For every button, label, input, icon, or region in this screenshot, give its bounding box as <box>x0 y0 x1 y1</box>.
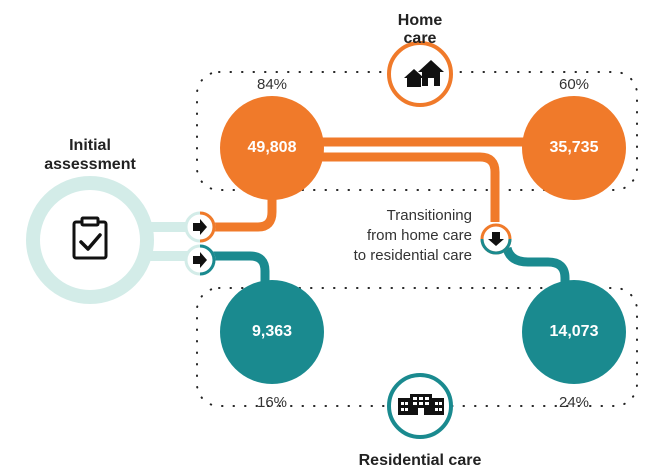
transition-label-line1: Transitioning <box>386 207 472 224</box>
home-care-initial-count: 49,808 <box>247 139 297 156</box>
arrow-marker-residential <box>184 244 216 276</box>
residential-entry-path <box>200 251 270 290</box>
initial-connectors <box>26 176 200 304</box>
home-care-final-circle <box>522 96 626 200</box>
residential-initial-count: 9,363 <box>251 323 293 340</box>
home-care-final-count: 35,735 <box>549 139 599 156</box>
home-care-title: Home care <box>397 12 443 47</box>
transition-label-line2: from home care <box>366 227 472 244</box>
home-care-dotted-frame <box>196 71 638 191</box>
transition-residential-path <box>502 246 570 292</box>
transition-label-line3: to residential care <box>353 247 472 264</box>
home-care-final-pct: 60% <box>558 76 590 93</box>
houses-icon <box>387 41 453 107</box>
arrow-right-icon <box>193 252 207 268</box>
residential-initial-circle <box>220 280 324 384</box>
home-to-residential-path <box>320 152 500 222</box>
residential-final-count: 14,073 <box>549 323 599 340</box>
residential-final-pct: 24% <box>558 394 590 411</box>
arrow-down-icon <box>488 232 504 246</box>
arrow-marker-transition <box>480 223 512 255</box>
initial-assessment-title: Initial assessment <box>40 136 140 174</box>
residential-initial-pct: 16% <box>256 394 288 411</box>
building-icon <box>387 373 453 439</box>
residential-final-circle <box>522 280 626 384</box>
arrow-marker-home <box>184 211 216 243</box>
initial-assessment-title-line1: Initial <box>69 137 111 154</box>
residential-care-title: Residential care <box>358 452 482 469</box>
home-care-initial-circle <box>220 96 324 200</box>
transition-label: Transitioning from home care to resident… <box>322 206 472 266</box>
home-care-entry-path <box>200 195 277 232</box>
clipboard-check-icon <box>72 216 108 260</box>
arrow-right-icon <box>193 219 207 235</box>
home-care-initial-pct: 84% <box>256 76 288 93</box>
initial-assessment-ring <box>26 176 154 304</box>
initial-assessment-title-line2: assessment <box>44 156 136 173</box>
